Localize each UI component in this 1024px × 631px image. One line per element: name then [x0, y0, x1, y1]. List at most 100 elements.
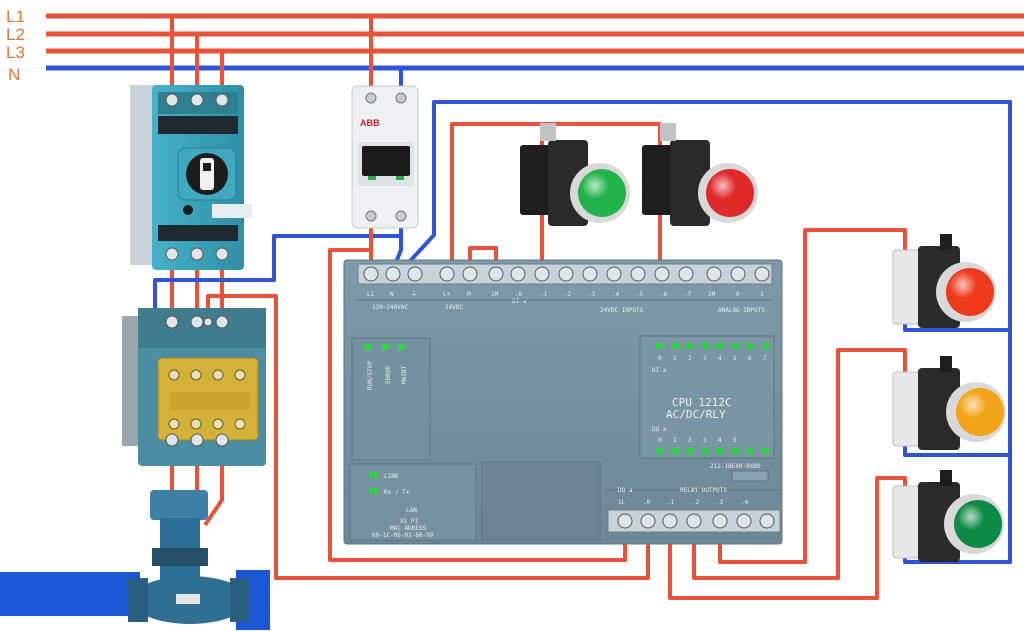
relay-label-0: .0 — [643, 499, 651, 506]
sensor-caption: 24VDC — [445, 304, 463, 311]
dq-digit-3: 3 — [703, 437, 707, 444]
pushbutton-start[interactable] — [520, 123, 630, 226]
sensor-label-lplus: L+ — [443, 291, 451, 298]
input-label-6: .6 — [660, 291, 668, 298]
contactor — [122, 308, 266, 466]
mac-title: MAC ADRESS — [390, 525, 427, 532]
relay-label-4: .4 — [741, 499, 749, 506]
analog-label-0: 0 — [736, 291, 740, 298]
di-digit-6: 6 — [748, 355, 752, 362]
led-run-stop — [364, 344, 372, 350]
terminal-screw — [365, 210, 377, 222]
relay-label-2: .2 — [692, 499, 700, 506]
relay-label-1l: 1L — [618, 499, 626, 506]
analog-label-2m: 2M — [708, 291, 716, 298]
input-label-0: .0 — [515, 291, 523, 298]
terminal-screw — [190, 247, 204, 261]
dq-digit-2: 2 — [688, 437, 692, 444]
di-leds — [656, 343, 769, 349]
terminal-screw — [215, 93, 229, 107]
bus-label-l2: L2 — [6, 25, 25, 44]
input-label-1m: 1M — [491, 291, 499, 298]
bus-label-l1: L1 — [6, 7, 25, 26]
relay-label-1: .1 — [667, 499, 675, 506]
power-bus: L1 L2 L3 N — [6, 7, 1024, 84]
dq-label-bottom: DQ a — [618, 487, 633, 494]
analog-label-1: 1 — [760, 291, 764, 298]
bus-label-l3: L3 — [6, 43, 25, 62]
terminal-screw — [203, 317, 213, 327]
input-label-1: .1 — [540, 291, 548, 298]
pilot-light-red — [892, 234, 996, 328]
di-digit-5: 5 — [733, 355, 737, 362]
breaker-toggle[interactable] — [362, 146, 410, 176]
plc-model-variant: AC/DC/RLY — [666, 408, 726, 421]
circuit-breaker: ABB — [351, 85, 419, 229]
dq-digit-4: 4 — [718, 437, 722, 444]
terminal-screw — [215, 433, 229, 447]
link-label: LINK — [384, 473, 399, 480]
mac-value: 00-1C-06-01-66-99 — [372, 532, 434, 539]
input-label-2: .2 — [564, 291, 572, 298]
lan-title: LAN — [406, 507, 417, 514]
di-digit-1: 1 — [673, 355, 677, 362]
terminal-screw — [165, 433, 179, 447]
dq-digit-0: 0 — [658, 437, 662, 444]
terminal-screw — [190, 315, 204, 329]
ethernet-port[interactable] — [481, 461, 601, 541]
terminal-screw — [165, 247, 179, 261]
sensor-label-m: M — [467, 291, 471, 298]
plc-model: CPU 1212C — [672, 396, 732, 409]
di-label-top: DI a — [512, 298, 527, 305]
pilot-light-amber — [892, 356, 1006, 450]
status-label-error: ERROR — [385, 366, 392, 384]
status-label-maint: MAINT — [401, 366, 408, 384]
status-label-run-stop: RUN/STOP — [367, 361, 374, 390]
di-digit-4: 4 — [718, 355, 722, 362]
plc-bottom-terminals — [617, 513, 775, 529]
rxtx-label: Rx / Tx — [384, 489, 410, 496]
supply-label-earth: ⏚ — [411, 291, 417, 298]
di-digit-3: 3 — [703, 355, 707, 362]
pushbutton-stop[interactable] — [642, 123, 758, 226]
led-maint — [398, 344, 406, 350]
plc-top-terminals — [363, 266, 770, 282]
terminal-screw — [165, 315, 179, 329]
analog-caption: ANALOG INPUTS — [718, 307, 765, 314]
led-rx-tx — [370, 488, 378, 494]
led-link — [370, 472, 378, 478]
terminal-screw — [190, 93, 204, 107]
di-io-label: DI a — [652, 367, 667, 374]
motor-protection-switch — [130, 85, 252, 270]
order-number: 212-1BE40-0XB0 — [710, 463, 761, 470]
supply-label-n: N — [390, 291, 394, 298]
supply-label-l1: L1 — [367, 291, 375, 298]
relay-label-3: .3 — [716, 499, 724, 506]
di-digit-2: 2 — [688, 355, 692, 362]
plc-cpu: L1 N ⏚ 120~240VAC L+ M 24VDC 1M .0 DI a … — [343, 259, 783, 545]
input-label-7: .7 — [684, 291, 692, 298]
supply-caption: 120~240VAC — [372, 304, 409, 311]
relay-caption: RELAY OUTPUTS — [680, 487, 727, 494]
inputs-caption: 24VDC INPUTS — [600, 307, 644, 314]
dq-digit-1: 1 — [673, 437, 677, 444]
terminal-screw — [190, 433, 204, 447]
terminal-screw — [215, 247, 229, 261]
pilot-light-green — [892, 470, 1004, 562]
breaker-brand: ABB — [360, 118, 380, 128]
di-digit-0: 0 — [658, 355, 662, 362]
di-digit-7: 7 — [763, 355, 767, 362]
terminal-screw — [395, 92, 407, 104]
terminal-screw — [365, 92, 377, 104]
bus-label-n: N — [8, 65, 20, 84]
terminal-screw — [165, 93, 179, 107]
led-error — [382, 344, 390, 350]
input-label-5: .5 — [636, 291, 644, 298]
dq-io-label: DQ a — [652, 426, 667, 433]
input-label-3: .3 — [588, 291, 596, 298]
input-label-4: .4 — [612, 291, 620, 298]
port-label: X1 P1 — [400, 518, 418, 525]
terminal-screw — [215, 315, 229, 329]
dq-digit-5: 5 — [733, 437, 737, 444]
